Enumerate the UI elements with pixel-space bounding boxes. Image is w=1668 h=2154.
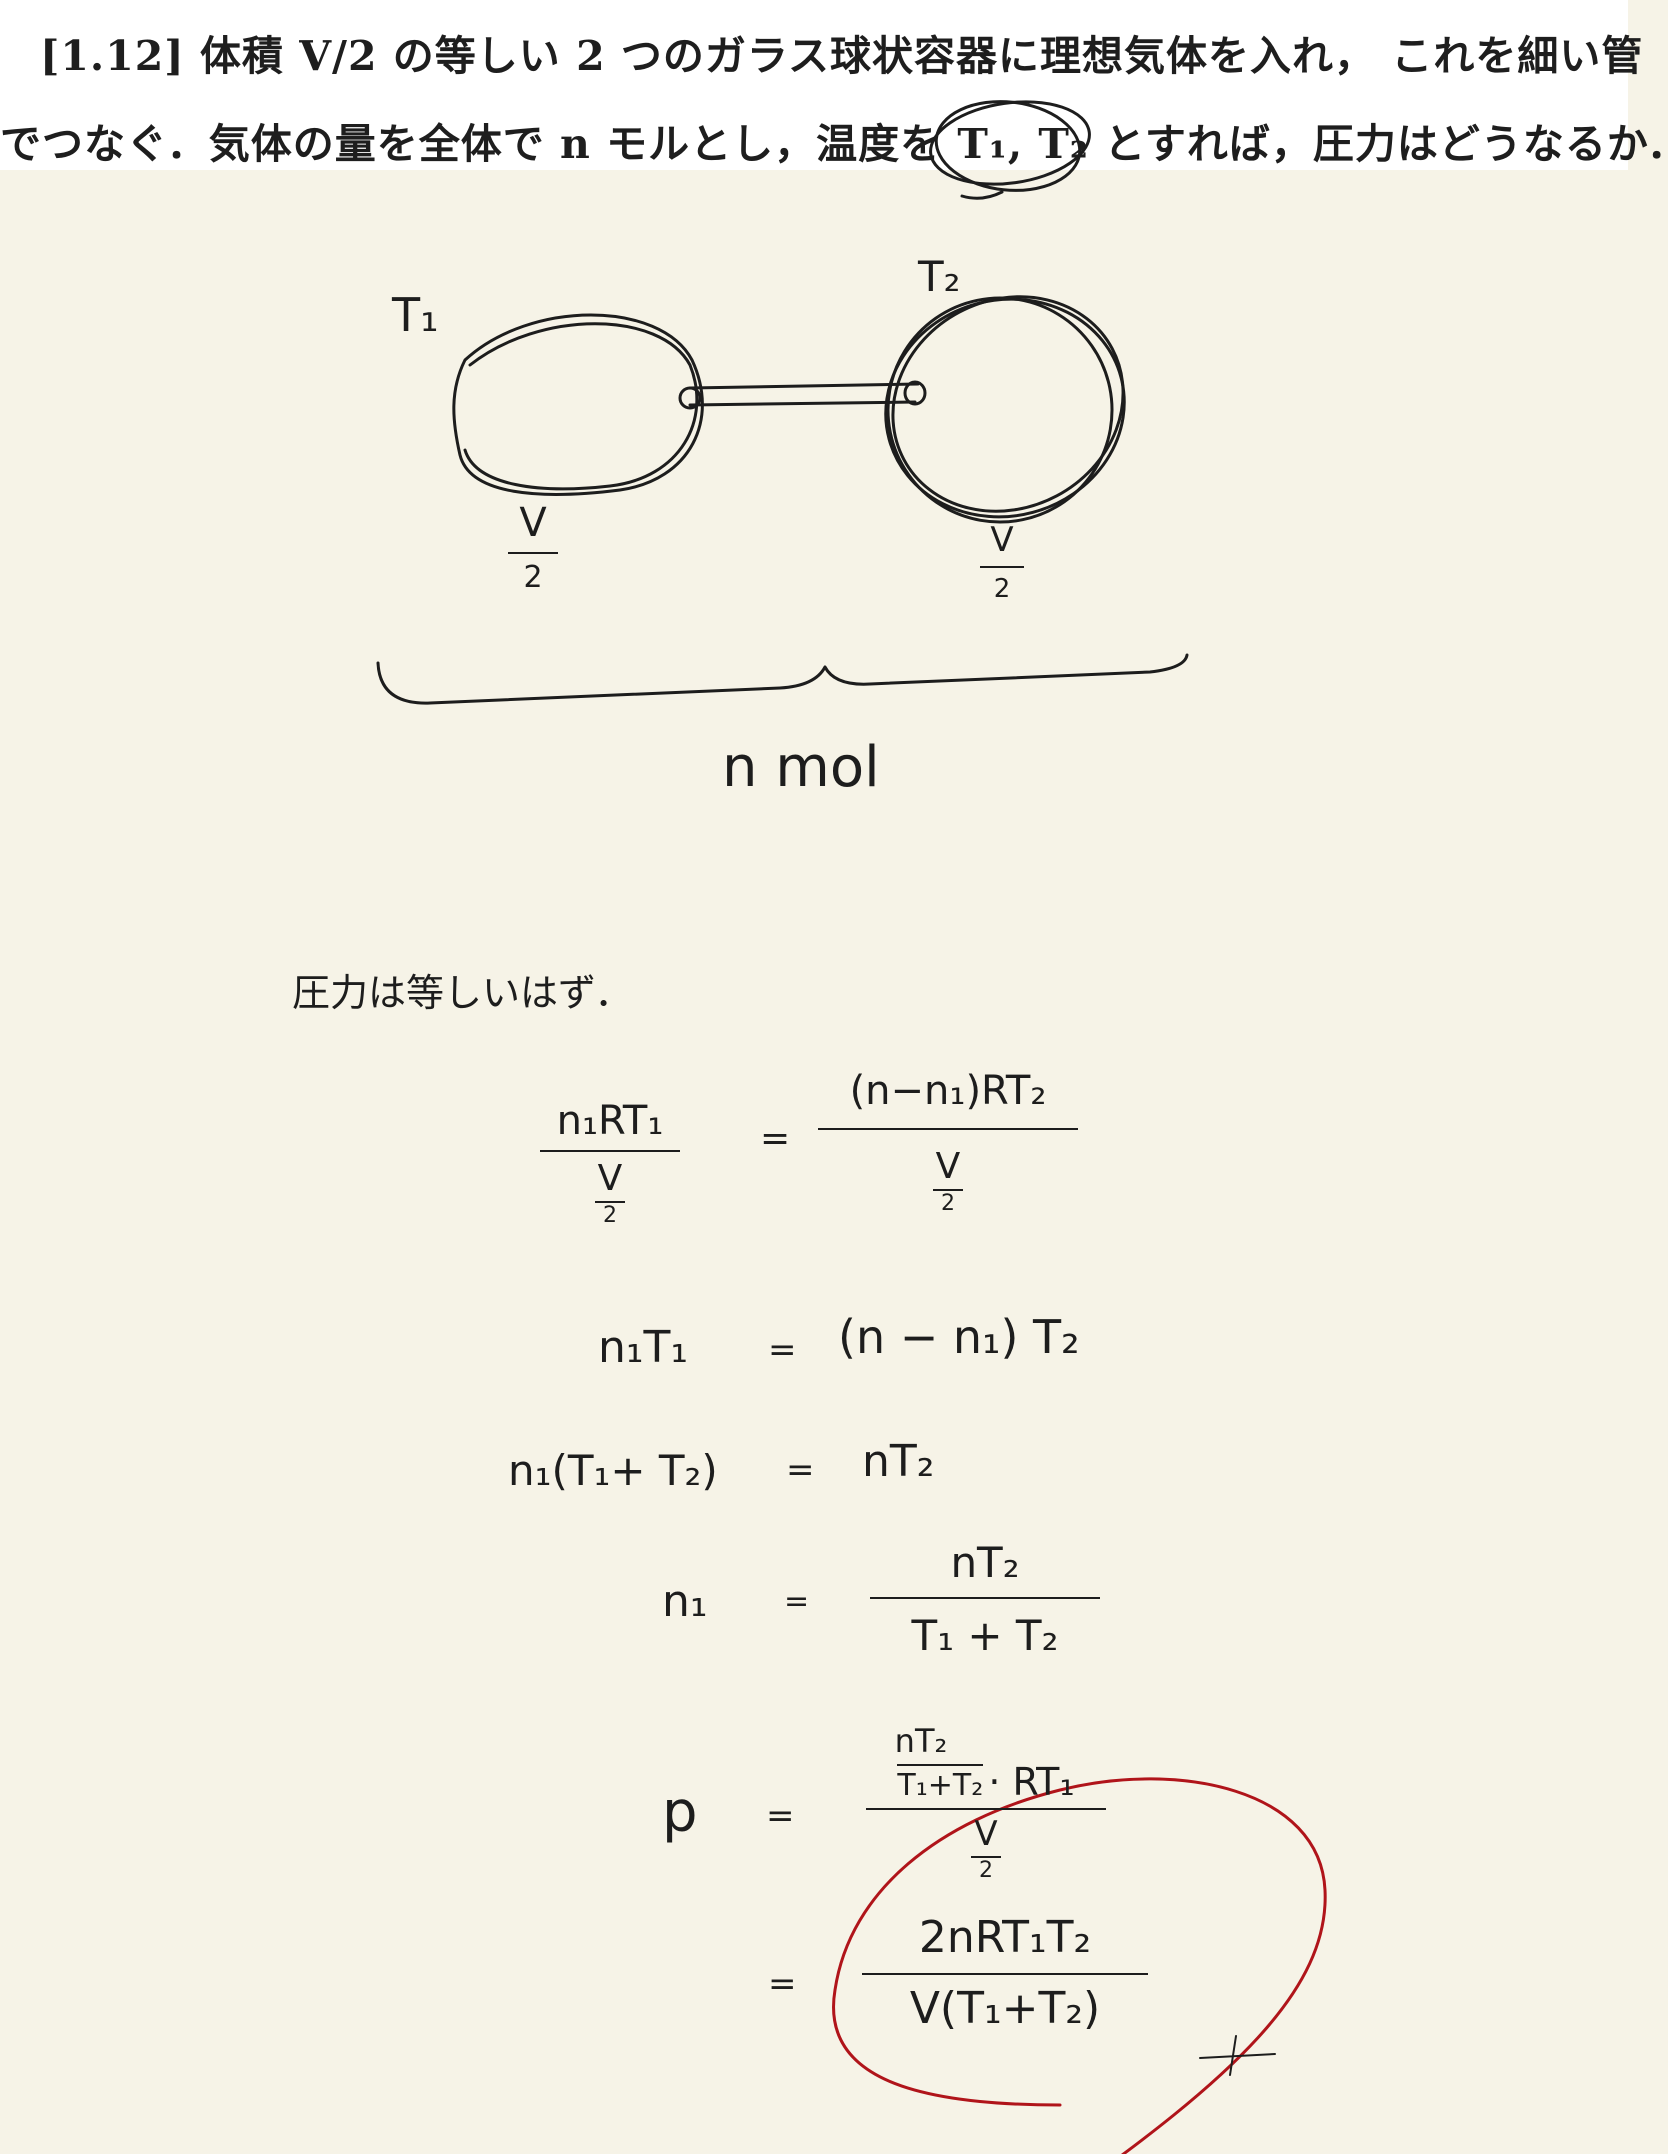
eq2-lhs: n₁T₁	[598, 1322, 689, 1373]
eq5-rhs-den-num: V	[974, 1814, 998, 1854]
eq5-rhs-num-tail: · RT₁	[988, 1760, 1075, 1804]
problem-scribble-tail	[960, 190, 1004, 200]
tube-joint-right	[903, 380, 927, 406]
right-volume-label: V 2	[980, 520, 1024, 604]
answer-circle	[832, 1777, 1327, 2154]
eq1-equals: =	[760, 1118, 791, 1159]
connecting-tube-bottom	[688, 400, 917, 407]
connecting-tube-top	[688, 382, 920, 390]
eq2-rhs: (n − n₁) T₂	[838, 1310, 1080, 1364]
right-sphere-outline-2	[886, 296, 1114, 524]
right-temp-label: T₂	[918, 252, 961, 301]
left-volume-num: V	[519, 500, 547, 546]
printed-problem: [1.12] 体積 V/2 の等しい 2 つのガラス球状容器に理想気体を入れ， …	[0, 0, 1668, 170]
eq4-lhs: n₁	[662, 1576, 708, 1627]
eq1-rhs-den-num: V	[935, 1146, 961, 1187]
problem-line-2: でつなぐ．気体の量を全体で n モルとし，温度を T₁, T₂ とすれば，圧力は…	[0, 120, 1668, 168]
eq1-lhs-num: n₁RT₁	[556, 1098, 664, 1144]
right-volume-num: V	[990, 520, 1014, 560]
right-volume-den: 2	[993, 574, 1011, 604]
eq4-rhs-bar	[870, 1597, 1100, 1599]
eq5-rhs-num-den: T₁+T₂	[897, 1764, 984, 1803]
eq5-rhs-bar	[866, 1808, 1106, 1810]
problem-scribble-circle-2	[934, 100, 1082, 192]
brace	[376, 653, 1189, 705]
pressure-equal-note: 圧力は等しいはず．	[292, 971, 633, 1015]
left-temp-label: T₁	[392, 288, 439, 342]
left-sphere-outline-2	[463, 322, 699, 491]
eq6-rhs-bar	[862, 1973, 1148, 1975]
eq6-equals: =	[768, 1964, 797, 2004]
eq4-equals: =	[784, 1584, 810, 1619]
eq6-rhs-num: 2nRT₁T₂	[918, 1912, 1092, 1963]
eq1-rhs-den-den: 2	[933, 1189, 963, 1216]
eq5-rhs-num-num: nT₂	[894, 1722, 948, 1760]
eq6-rhs-den: V(T₁+T₂)	[909, 1983, 1101, 2034]
right-volume-bar	[980, 566, 1024, 568]
eq4-rhs-num: nT₂	[950, 1538, 1020, 1587]
problem-scribble-circle	[929, 100, 1091, 186]
tube-joint-left	[678, 386, 702, 410]
eq1-lhs-den-num: V	[597, 1158, 623, 1199]
eq5-equals: =	[766, 1796, 795, 1836]
brace-label: n mol	[722, 735, 880, 800]
eq1-rhs-num: (n−n₁)RT₂	[849, 1068, 1047, 1114]
left-sphere	[452, 313, 704, 496]
checkmark-line	[1199, 2035, 1276, 2076]
eq2-equals: =	[768, 1330, 797, 1370]
eq3-lhs: n₁(T₁+ T₂)	[508, 1446, 718, 1495]
right-sphere	[884, 297, 1126, 519]
problem-line-1: [1.12] 体積 V/2 の等しい 2 つのガラス球状容器に理想気体を入れ， …	[40, 32, 1644, 80]
eq3-rhs: nT₂	[862, 1436, 935, 1487]
eq6-rhs: 2nRT₁T₂ V(T₁+T₂)	[862, 1912, 1148, 2034]
eq5-rhs: nT₂ T₁+T₂ · RT₁ V 2	[866, 1722, 1106, 1883]
left-volume-bar	[508, 552, 558, 554]
left-volume-label: V 2	[508, 500, 558, 595]
right-sphere-outline-3	[891, 295, 1125, 513]
eq1-lhs-den-den: 2	[595, 1201, 625, 1228]
eq1-rhs: (n−n₁)RT₂ V 2	[818, 1068, 1078, 1216]
eq1-lhs-bar	[540, 1150, 680, 1152]
eq4-rhs: nT₂ T₁ + T₂	[870, 1538, 1100, 1660]
eq5-lhs: p	[662, 1780, 698, 1845]
left-volume-den: 2	[523, 560, 543, 595]
eq1-lhs: n₁RT₁ V 2	[540, 1098, 680, 1228]
eq1-rhs-bar	[818, 1128, 1078, 1130]
eq4-rhs-den: T₁ + T₂	[911, 1611, 1059, 1660]
eq5-rhs-den-den: 2	[971, 1856, 1001, 1883]
eq3-equals: =	[786, 1450, 815, 1490]
